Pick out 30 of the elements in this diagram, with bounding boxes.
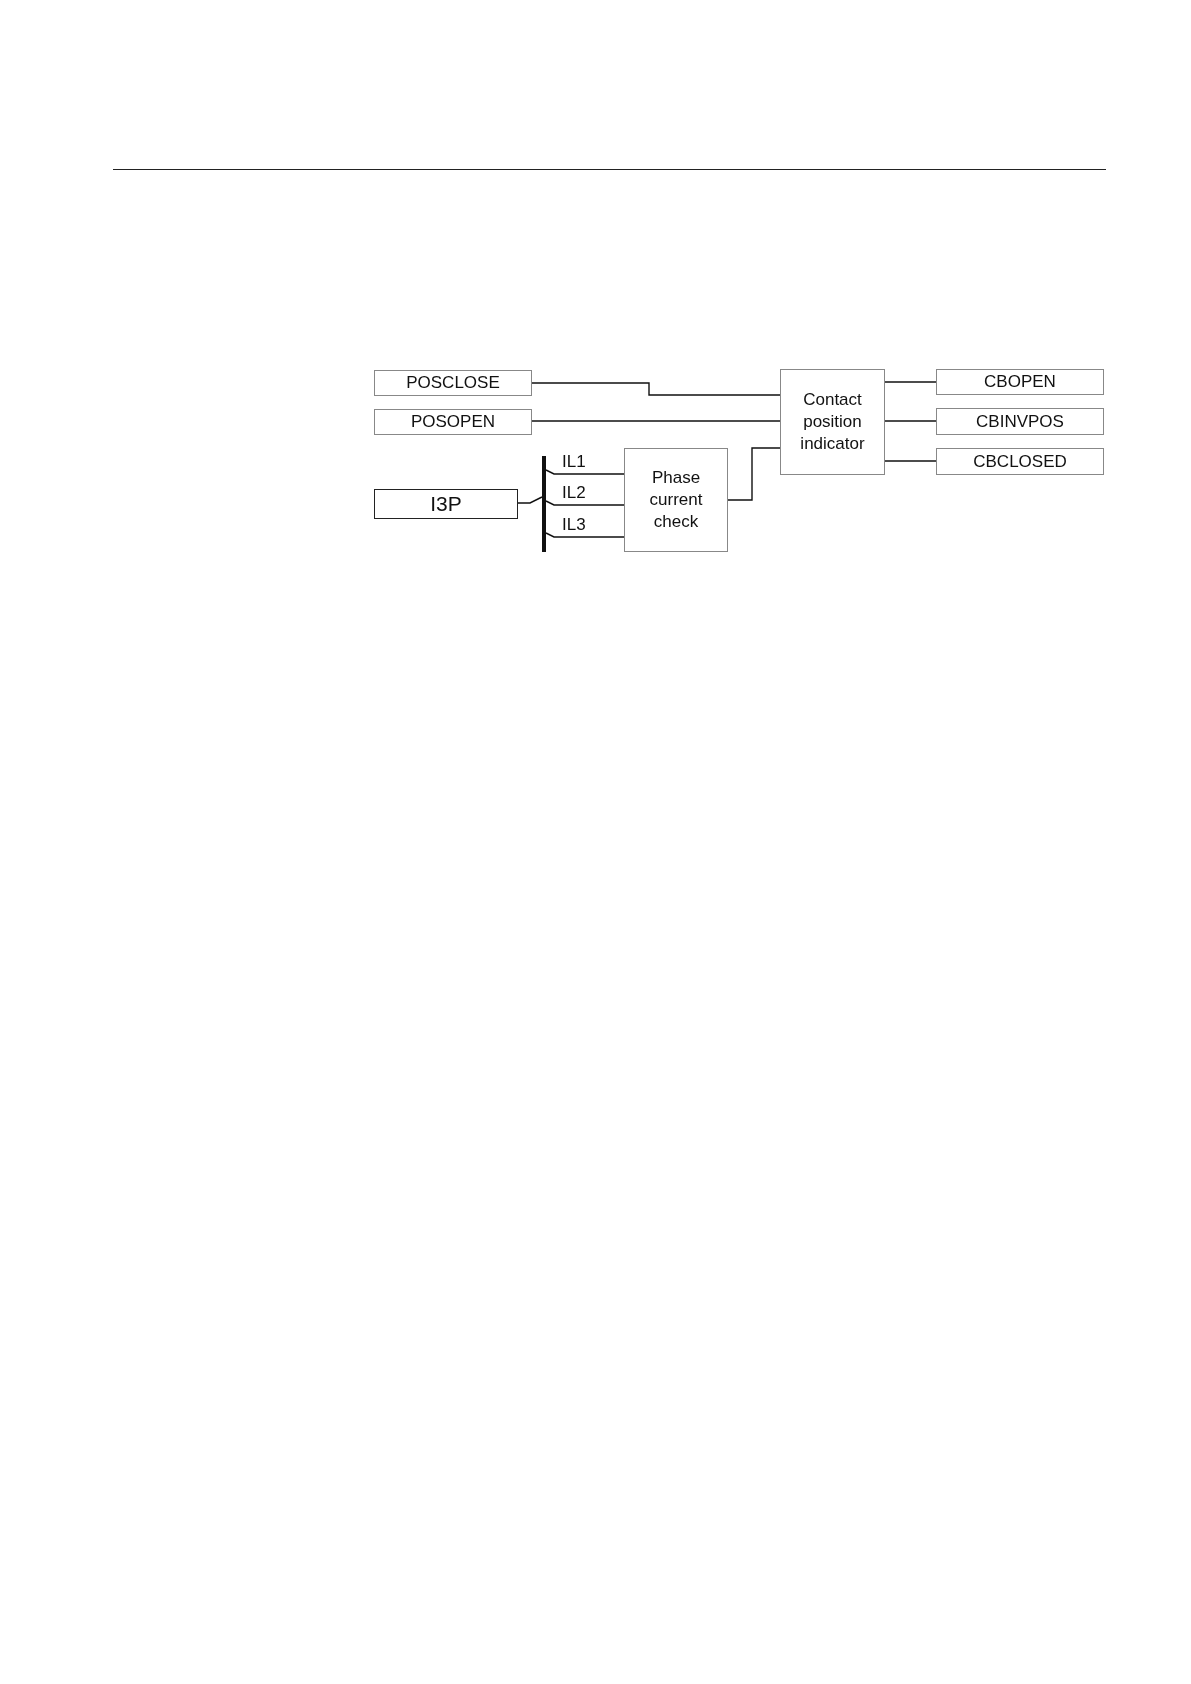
connector-line — [727, 447, 781, 501]
box-label: Phase current check — [648, 467, 704, 533]
edge-label: IL1 — [562, 453, 586, 471]
connector-line — [884, 381, 937, 383]
box-label: POSCLOSE — [406, 372, 500, 394]
box-label: CBOPEN — [984, 371, 1056, 393]
signal-box — [374, 409, 532, 435]
box-label: Contact position indicator — [799, 389, 866, 455]
connector-line — [531, 420, 781, 422]
box-label: POSOPEN — [410, 411, 496, 433]
signal-box — [936, 448, 1104, 475]
edge-label: IL2 — [562, 484, 586, 502]
connector-line — [517, 496, 543, 504]
input-box — [374, 489, 518, 519]
bus-bar — [542, 456, 546, 552]
edge-label: IL3 — [562, 516, 586, 534]
connector-line — [545, 469, 625, 475]
connector-line — [545, 532, 625, 538]
box-label: CBCLOSED — [973, 450, 1067, 473]
box-label: CBINVPOS — [976, 410, 1064, 433]
signal-box — [936, 369, 1104, 395]
signal-box — [936, 408, 1104, 435]
connector-line — [545, 500, 625, 506]
connector-line — [884, 460, 937, 462]
connector-line — [531, 382, 781, 396]
box-label: I3P — [430, 493, 462, 515]
function-block — [780, 369, 885, 475]
signal-box — [374, 370, 532, 396]
connector-line — [884, 420, 937, 422]
function-block — [624, 448, 728, 552]
